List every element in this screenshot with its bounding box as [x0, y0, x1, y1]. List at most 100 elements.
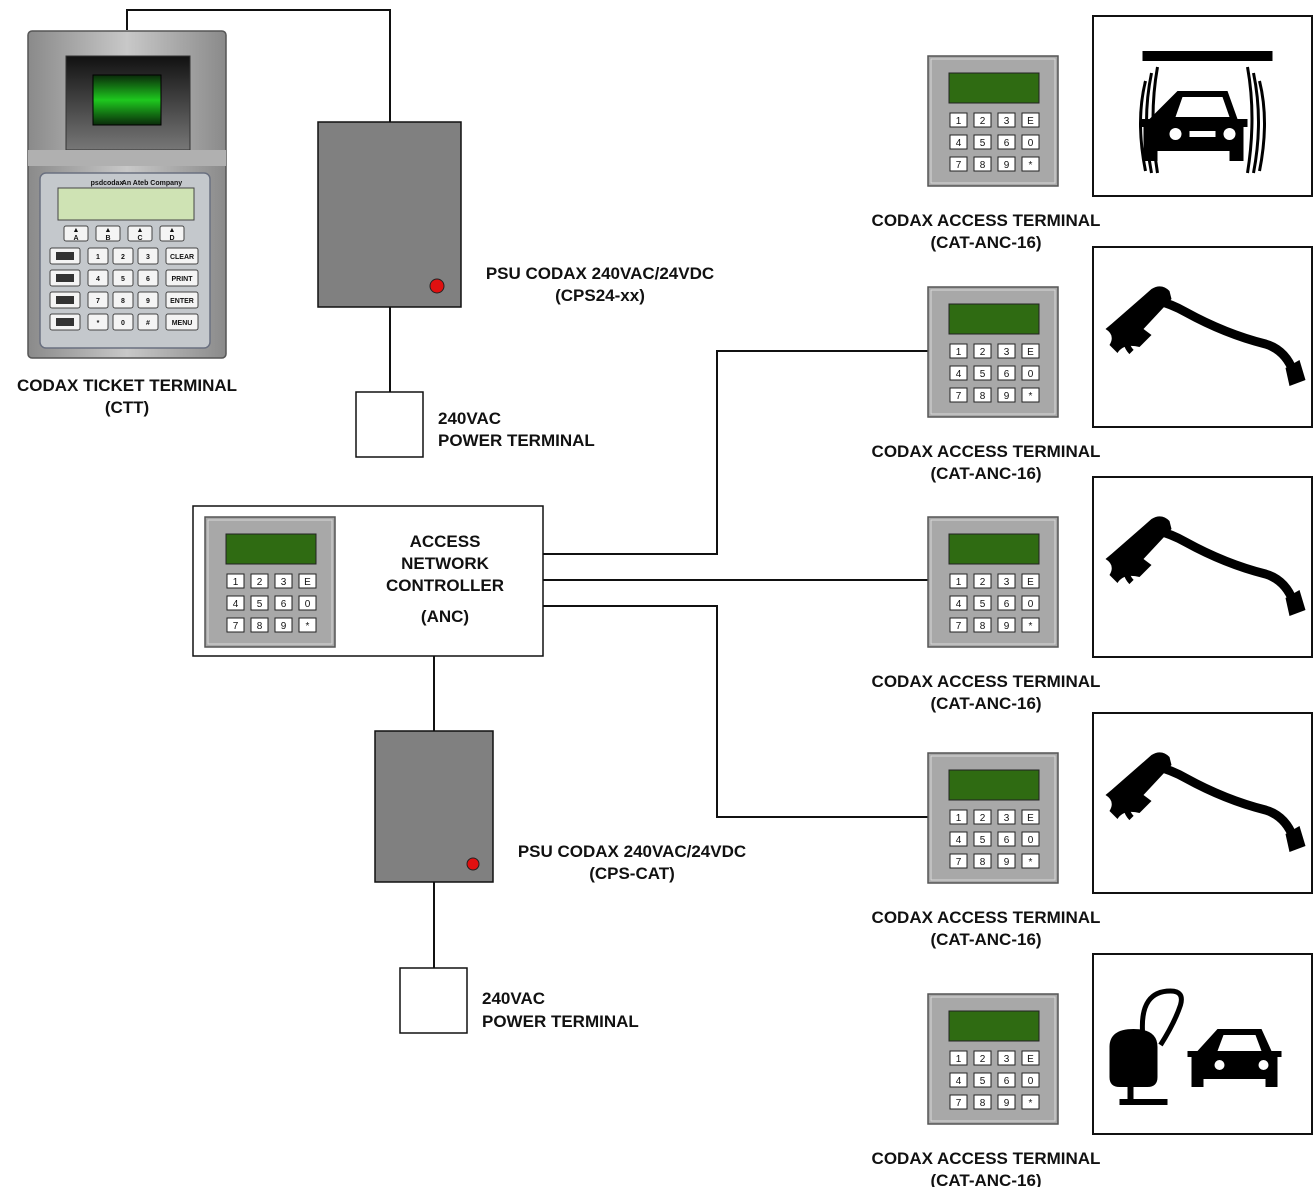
keypad-key[interactable]	[949, 617, 968, 633]
ctt-key[interactable]	[137, 269, 159, 287]
keypad-key[interactable]	[949, 387, 968, 403]
keypad-key[interactable]	[973, 853, 992, 869]
keypad-key[interactable]	[949, 343, 968, 359]
ctt-key[interactable]	[165, 247, 199, 265]
ctt-key[interactable]	[112, 247, 134, 265]
keypad-key[interactable]	[973, 595, 992, 611]
keypad-key[interactable]	[1021, 343, 1040, 359]
keypad-key[interactable]	[1021, 617, 1040, 633]
keypad-key[interactable]	[997, 831, 1016, 847]
keypad-key[interactable]	[1021, 595, 1040, 611]
keypad-key[interactable]	[997, 365, 1016, 381]
keypad-key[interactable]	[973, 387, 992, 403]
keypad-key[interactable]	[997, 112, 1016, 128]
keypad-key[interactable]	[997, 573, 1016, 589]
keypad-key-label: *	[1029, 857, 1033, 868]
keypad-key-label: E	[1027, 116, 1034, 127]
keypad-key[interactable]	[226, 573, 245, 589]
keypad-key[interactable]	[973, 617, 992, 633]
keypad-key[interactable]	[973, 112, 992, 128]
keypad-key[interactable]	[1021, 112, 1040, 128]
keypad-key[interactable]	[949, 853, 968, 869]
ctt-key[interactable]	[87, 247, 109, 265]
keypad-key[interactable]	[1021, 156, 1040, 172]
keypad-key[interactable]	[1021, 134, 1040, 150]
ctt-key[interactable]	[87, 313, 109, 331]
keypad-key[interactable]	[1021, 1050, 1040, 1066]
access-terminal-label-line2: (CAT-ANC-16)	[930, 930, 1041, 949]
keypad-key[interactable]	[226, 617, 245, 633]
ctt-key[interactable]	[137, 291, 159, 309]
keypad-key[interactable]	[1021, 1072, 1040, 1088]
keypad-key[interactable]	[997, 809, 1016, 825]
keypad-key[interactable]	[997, 853, 1016, 869]
ctt-arrow-key[interactable]	[63, 225, 89, 242]
keypad-key[interactable]	[298, 573, 317, 589]
keypad-key[interactable]	[997, 156, 1016, 172]
keypad-key[interactable]	[973, 831, 992, 847]
keypad-key[interactable]	[973, 156, 992, 172]
keypad-key[interactable]	[997, 134, 1016, 150]
ctt-key[interactable]	[165, 291, 199, 309]
keypad-key[interactable]	[1021, 809, 1040, 825]
keypad-key[interactable]	[949, 1050, 968, 1066]
keypad-key[interactable]	[997, 387, 1016, 403]
ctt-arrow-key[interactable]	[127, 225, 153, 242]
ctt-key[interactable]	[112, 269, 134, 287]
keypad-key[interactable]	[250, 573, 269, 589]
ctt-key-label: 1	[96, 254, 100, 261]
keypad-key[interactable]	[973, 573, 992, 589]
keypad-key[interactable]	[1021, 365, 1040, 381]
ctt-key[interactable]	[87, 291, 109, 309]
keypad-key[interactable]	[1021, 831, 1040, 847]
keypad-key[interactable]	[274, 573, 293, 589]
keypad-key[interactable]	[250, 595, 269, 611]
keypad-key[interactable]	[949, 112, 968, 128]
keypad-key[interactable]	[274, 595, 293, 611]
ctt-arrow-key[interactable]	[159, 225, 185, 242]
keypad-key[interactable]	[949, 365, 968, 381]
keypad-key[interactable]	[973, 1072, 992, 1088]
keypad-key[interactable]	[973, 343, 992, 359]
ctt-key[interactable]	[112, 291, 134, 309]
ctt-key[interactable]	[165, 269, 199, 287]
keypad-key[interactable]	[949, 595, 968, 611]
keypad-key[interactable]	[973, 365, 992, 381]
keypad-key[interactable]	[949, 809, 968, 825]
power-terminal-bottom	[399, 967, 468, 1034]
keypad-key[interactable]	[973, 134, 992, 150]
keypad-key[interactable]	[949, 156, 968, 172]
keypad-key[interactable]	[997, 1050, 1016, 1066]
ctt-arrow-glyph: ▲	[137, 227, 144, 234]
ctt-key[interactable]	[87, 269, 109, 287]
keypad-key[interactable]	[973, 809, 992, 825]
keypad-key[interactable]	[298, 617, 317, 633]
ctt-key[interactable]	[137, 313, 159, 331]
keypad-key[interactable]	[997, 595, 1016, 611]
keypad-key[interactable]	[250, 617, 269, 633]
keypad-key[interactable]	[973, 1094, 992, 1110]
keypad-key[interactable]	[1021, 573, 1040, 589]
keypad-key[interactable]	[274, 617, 293, 633]
keypad-key[interactable]	[949, 134, 968, 150]
keypad-key[interactable]	[298, 595, 317, 611]
keypad-key[interactable]	[973, 1050, 992, 1066]
keypad-key-label: 2	[980, 577, 986, 588]
ctt-key[interactable]	[165, 313, 199, 331]
ctt-key[interactable]	[137, 247, 159, 265]
keypad-key[interactable]	[1021, 387, 1040, 403]
keypad-key[interactable]	[949, 1072, 968, 1088]
keypad-key[interactable]	[949, 831, 968, 847]
keypad-key[interactable]	[997, 343, 1016, 359]
keypad-key[interactable]	[997, 617, 1016, 633]
keypad-key[interactable]	[949, 1094, 968, 1110]
keypad-key[interactable]	[1021, 1094, 1040, 1110]
keypad-key[interactable]	[1021, 853, 1040, 869]
keypad-key[interactable]	[997, 1094, 1016, 1110]
keypad-key[interactable]	[949, 573, 968, 589]
keypad-key[interactable]	[997, 1072, 1016, 1088]
keypad-key[interactable]	[226, 595, 245, 611]
ctt-key[interactable]	[112, 313, 134, 331]
ctt-arrow-key[interactable]	[95, 225, 121, 242]
